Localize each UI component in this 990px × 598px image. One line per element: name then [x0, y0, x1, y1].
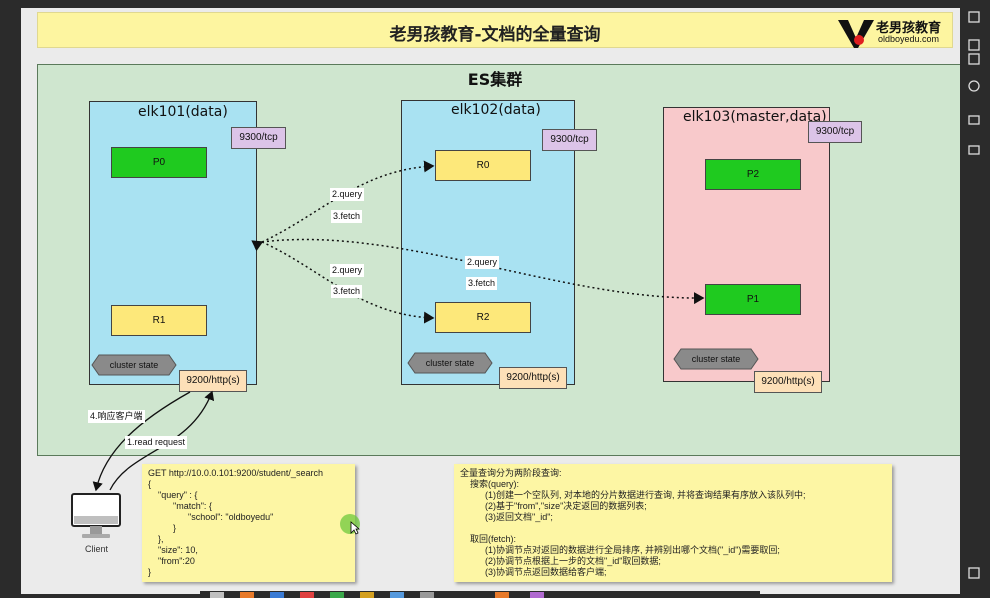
- hexagon-shape-icon: [91, 354, 177, 376]
- label-read-request: 1.read request: [125, 436, 188, 449]
- http-port-elk103: 9200/http(s): [754, 371, 822, 393]
- tcp-port-elk103: 9300/tcp: [808, 121, 862, 143]
- cluster-state-label: cluster state: [109, 360, 159, 370]
- label-query-p1: 2.query: [465, 256, 500, 269]
- request-line: "school": "oldboyedu": [148, 512, 274, 522]
- cluster-state-elk103: cluster state: [673, 348, 759, 370]
- logo-name-en: oldboyedu.com: [878, 34, 940, 44]
- explain-line: 取回(fetch):: [460, 534, 517, 544]
- shard-p0: P0: [111, 147, 207, 178]
- tcp-port-elk102: 9300/tcp: [542, 129, 597, 151]
- mouse-cursor-icon: [350, 521, 360, 535]
- label-respond-client: 4.响应客户端: [88, 410, 145, 423]
- hexagon-shape-icon: [407, 352, 493, 374]
- hexagon-shape-icon: [673, 348, 759, 370]
- request-line: "match": {: [148, 501, 212, 511]
- request-line: GET http://10.0.0.101:9200/student/_sear…: [148, 468, 323, 478]
- request-line: "from":20: [148, 556, 195, 566]
- tcp-port-elk101: 9300/tcp: [231, 127, 286, 149]
- explain-line: 全量查询分为两阶段查询:: [460, 468, 562, 478]
- taskbar-strip: [200, 591, 760, 598]
- toolbar-icons: [968, 11, 980, 579]
- request-line: }: [148, 567, 152, 577]
- label-fetch-p1: 3.fetch: [466, 277, 498, 290]
- explain-line: (3)返回文档"_id";: [460, 512, 553, 522]
- explanation-note: 全量查询分为两阶段查询: 搜索(query): (1)创建一个空队列, 对本地的…: [454, 464, 892, 582]
- http-port-elk102: 9200/http(s): [499, 367, 567, 389]
- shard-r1: R1: [111, 305, 207, 336]
- title-bar: 老男孩教育-文档的全量查询: [37, 12, 953, 48]
- request-line: {: [148, 479, 152, 489]
- explain-line: 搜索(query):: [460, 479, 520, 489]
- shard-r2: R2: [435, 302, 531, 333]
- logo-name-cn: 老男孩教育: [876, 21, 942, 36]
- node-title-elk101: elk101(data): [138, 104, 228, 120]
- client-label: Client: [85, 544, 109, 554]
- cluster-title: ES集群: [467, 70, 523, 89]
- cluster-state-elk101: cluster state: [91, 354, 177, 376]
- explain-line: (2)基于"from","size"决定返回的数据列表;: [460, 501, 647, 511]
- explain-line: (2)协调节点根据上一步的文档"_id"取回数据;: [460, 556, 661, 566]
- explain-line: (1)协调节点对返回的数据进行全局排序, 并辨别出哪个文档("_id")需要取回…: [460, 545, 780, 555]
- client-computer-icon: [71, 493, 121, 538]
- side-toolbar: [960, 8, 990, 594]
- label-query-r2: 2.query: [330, 264, 365, 277]
- label-fetch-r0: 3.fetch: [331, 210, 363, 223]
- label-query-r0: 2.query: [330, 188, 365, 201]
- page-title: 老男孩教育-文档的全量查询: [389, 25, 601, 45]
- request-line: "size": 10,: [148, 545, 198, 555]
- shard-r0: R0: [435, 150, 531, 181]
- request-note: GET http://10.0.0.101:9200/student/_sear…: [142, 464, 355, 582]
- explain-line: (3)协调节点返回数据给客户端;: [460, 567, 607, 577]
- request-line: "query" : {: [148, 490, 198, 500]
- explain-line: (1)创建一个空队列, 对本地的分片数据进行查询, 并将查询结果有序放入该队列中…: [460, 490, 806, 500]
- logo-mark-icon: [838, 20, 874, 48]
- node-title-elk102: elk102(data): [451, 102, 541, 118]
- label-fetch-r2: 3.fetch: [331, 285, 363, 298]
- request-line: },: [148, 534, 164, 544]
- http-port-elk101: 9200/http(s): [179, 370, 247, 392]
- node-elk103: [663, 107, 830, 382]
- node-title-elk103: elk103(master,data): [683, 109, 827, 125]
- request-line: }: [148, 523, 177, 533]
- shard-p1: P1: [705, 284, 801, 315]
- shard-p2: P2: [705, 159, 801, 190]
- cluster-state-elk102: cluster state: [407, 352, 493, 374]
- cluster-state-label: cluster state: [425, 358, 475, 368]
- cluster-state-label: cluster state: [691, 354, 741, 364]
- brand-logo: 老男孩教育 oldboyedu.com: [838, 14, 956, 48]
